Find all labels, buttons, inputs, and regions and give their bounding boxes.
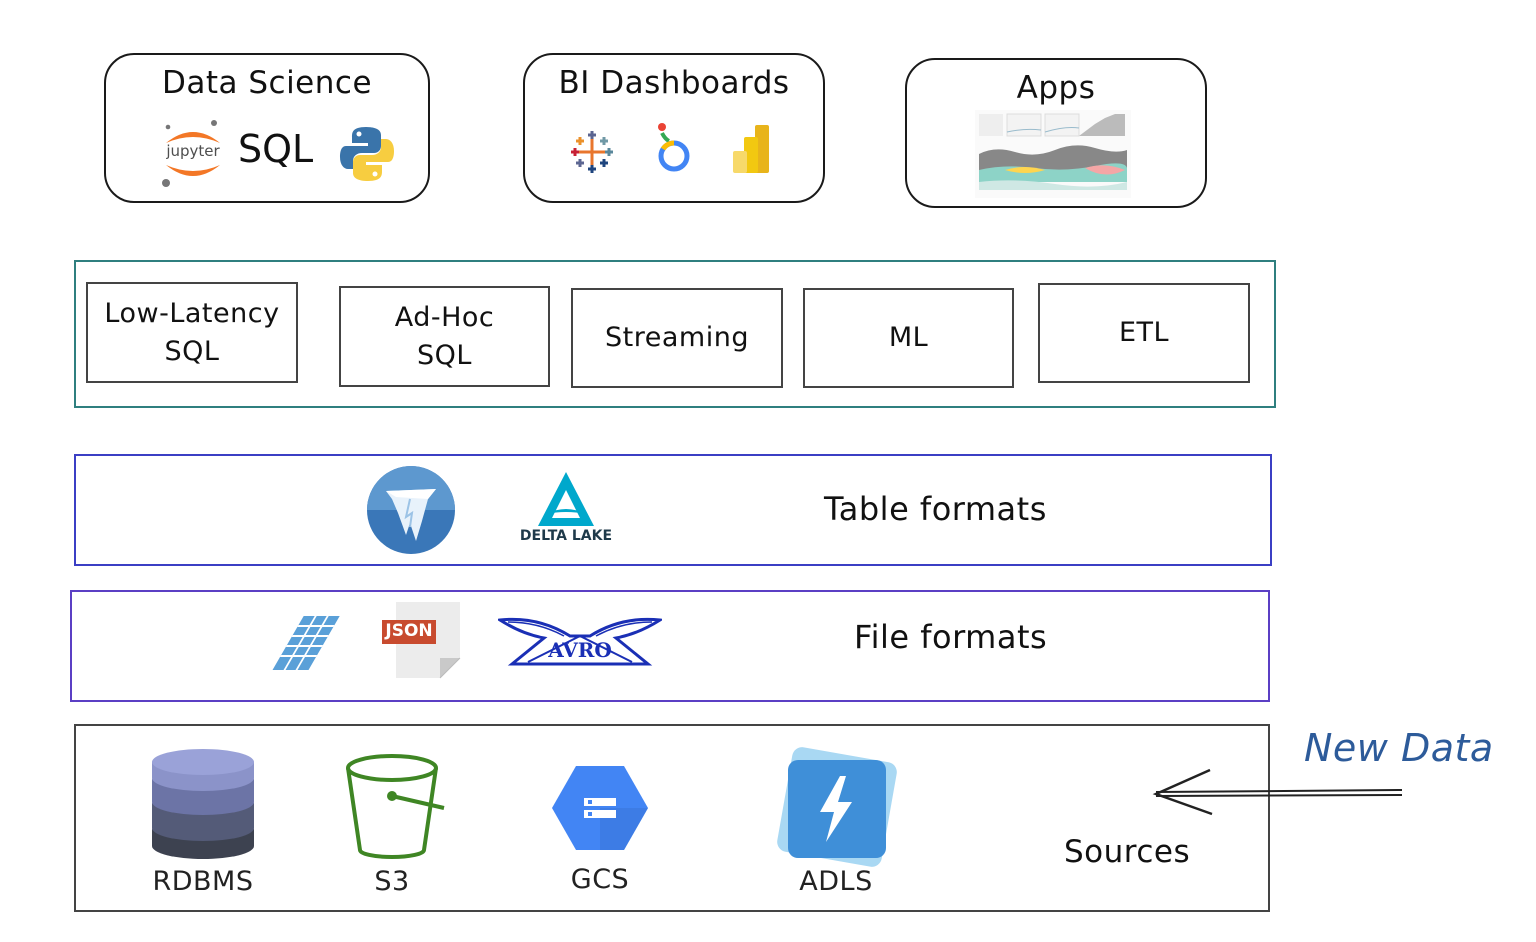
database-icon (150, 746, 256, 860)
workload-ad-hoc-sql: Ad-Hoc SQL (339, 286, 550, 387)
bi-dashboards-title: BI Dashboards (558, 65, 790, 101)
workload-label: ETL (1118, 317, 1170, 348)
jupyter-wordmark: jupyter (166, 142, 220, 160)
workload-etl: ETL (1038, 283, 1250, 383)
source-label-gcs: GCS (570, 864, 630, 895)
workload-label: ML (888, 322, 929, 353)
avro-wordmark: AVRO (548, 638, 612, 662)
workload-ml: ML (803, 288, 1014, 388)
new-data-arrow-icon (1150, 768, 1404, 818)
parquet-icon (270, 612, 350, 674)
workload-low-latency-sql: Low-Latency SQL (86, 282, 298, 383)
apps-title: Apps (1016, 70, 1096, 106)
source-label-rdbms: RDBMS (152, 866, 254, 897)
table-formats-layer (74, 454, 1272, 566)
compute-layer (74, 260, 1276, 408)
workload-label: Low-Latency SQL (104, 297, 280, 367)
adls-icon (774, 746, 900, 870)
source-label-adls: ADLS (799, 866, 873, 897)
sources-label: Sources (1064, 834, 1191, 870)
source-label-s3: S3 (374, 866, 410, 897)
workload-label: Streaming (605, 322, 749, 353)
jupyter-icon: jupyter (158, 117, 228, 189)
table-formats-label: Table formats (824, 490, 1047, 528)
new-data-label: New Data (1304, 726, 1494, 770)
power-bi-icon (731, 123, 771, 175)
sources-layer (74, 724, 1270, 912)
apps-box: Apps (905, 58, 1207, 208)
data-science-title: Data Science (161, 65, 373, 101)
delta-lake-icon: DELTA LAKE (516, 470, 616, 544)
file-formats-layer (70, 590, 1270, 702)
json-file-icon: JSON (382, 600, 462, 680)
bucket-icon (344, 752, 448, 860)
workload-streaming: Streaming (571, 288, 783, 388)
file-formats-label: File formats (854, 618, 1048, 656)
iceberg-icon (366, 465, 456, 555)
looker-icon (653, 121, 693, 173)
dashboard-thumbnail-icon (975, 110, 1131, 198)
gcs-icon (550, 764, 650, 852)
data-science-box: Data Science jupyter SQL (104, 53, 430, 203)
delta-lake-wordmark: DELTA LAKE (519, 528, 613, 544)
json-label: JSON (385, 621, 433, 641)
bi-dashboards-box: BI Dashboards (523, 53, 825, 203)
avro-icon: AVRO (498, 614, 662, 668)
python-icon (338, 125, 396, 183)
sql-text-icon: SQL (238, 127, 314, 171)
tableau-icon (569, 129, 615, 175)
workload-label: Ad-Hoc SQL (394, 301, 495, 371)
